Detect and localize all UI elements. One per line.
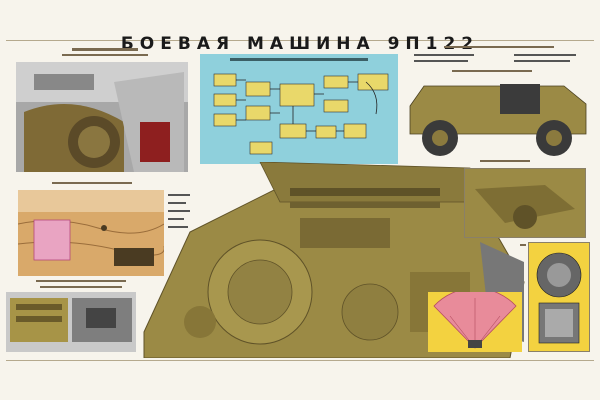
combat-scene-legend (168, 190, 196, 250)
legend-line (168, 210, 190, 212)
combat-scene (17, 190, 165, 276)
legend-line (414, 60, 468, 62)
legend-line (414, 54, 474, 56)
interior-view-panel (14, 48, 192, 174)
panel-caption (444, 46, 554, 48)
legend-line (168, 226, 188, 228)
launcher-detail (6, 292, 136, 352)
panel-caption (520, 244, 526, 246)
reel-detail-panel (528, 242, 590, 352)
hatch-detail-panel (464, 168, 586, 238)
reel-detail (529, 243, 589, 351)
hatch-detail (465, 169, 585, 237)
panel-caption (40, 286, 122, 288)
launcher-detail-panel (6, 292, 136, 352)
legend-line (514, 60, 570, 62)
firing-sector-panel (428, 287, 522, 352)
panel-caption (52, 182, 132, 184)
bottom-rule (6, 360, 594, 361)
panel-caption (36, 280, 126, 282)
panel-caption (452, 70, 532, 72)
legend-line (514, 54, 576, 56)
top-rule (6, 40, 594, 41)
side-view-panel (404, 46, 590, 164)
block-diagram (200, 54, 398, 164)
panel-caption (480, 160, 530, 162)
panel-caption (62, 54, 148, 56)
legend-line (168, 202, 186, 204)
legend-line (168, 218, 184, 220)
firing-sector (428, 287, 522, 352)
side-view-vehicle (409, 84, 587, 156)
combat-scene-panel (17, 182, 165, 276)
interior-illustration (16, 62, 188, 172)
block-diagram-panel (200, 54, 398, 164)
panel-caption (72, 48, 138, 51)
legend-line (168, 194, 190, 196)
poster-title: БОЕВАЯ МАШИНА 9П122 (120, 34, 480, 54)
